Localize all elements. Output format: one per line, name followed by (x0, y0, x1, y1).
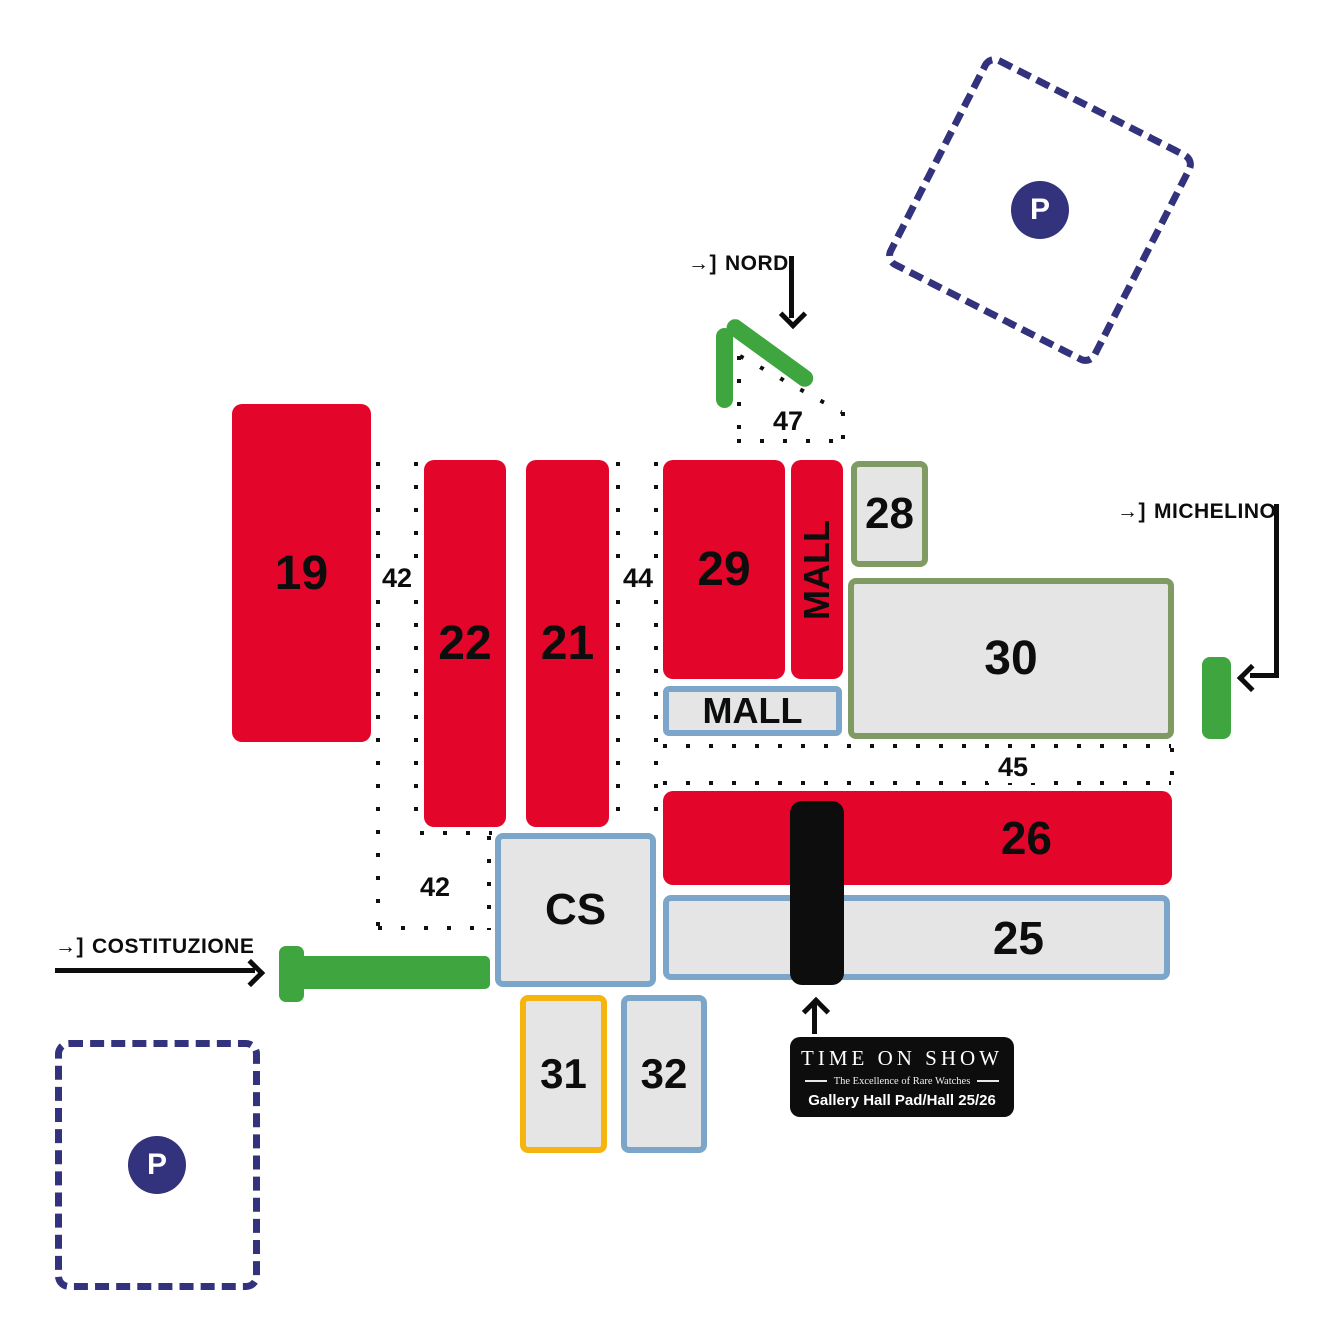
costituzione-arrow-head (236, 958, 266, 988)
corridor-42-upper-label: 42 (372, 563, 422, 594)
callout-arrow-head (801, 996, 831, 1026)
enter-icon: →] (55, 935, 84, 958)
hall-22: 22 (424, 460, 506, 827)
corridor-45-label: 45 (988, 752, 1038, 783)
hall-21: 21 (526, 460, 609, 827)
nord-arrow-head (778, 300, 808, 330)
hall-30: 30 (848, 578, 1174, 739)
costituzione-entrance-marker-bar (288, 956, 490, 989)
parking-south-area (55, 1040, 260, 1290)
corridor-42-dots-right (414, 462, 418, 827)
corridor-44-dots-right (654, 462, 658, 827)
hall-19: 19 (232, 404, 371, 742)
corridor-42-dots-top-lower (420, 831, 492, 835)
callout-caption: Gallery Hall Pad/Hall 25/26 (808, 1091, 996, 1109)
parking-north-icon: P (1011, 181, 1069, 239)
corridor-42-dots-left (376, 462, 380, 930)
corridor-44-label: 44 (613, 563, 663, 594)
corridor-47-dots-left (737, 356, 741, 444)
corridor-45-dots-bottom (663, 781, 1171, 785)
hall-cs: CS (495, 833, 656, 987)
callout-arrow-line (812, 1004, 817, 1034)
hall-25: 25 (663, 895, 1170, 980)
callout-dash-left (804, 1080, 827, 1082)
entrance-nord-label: →] NORD (688, 252, 789, 276)
corridor-44-dots-left (616, 462, 620, 827)
hall-31: 31 (520, 995, 607, 1153)
corridor-45-dots-right (1170, 748, 1174, 784)
entrance-costituzione-label: →] COSTITUZIONE (55, 935, 254, 959)
corridor-42-lower-label: 42 (410, 872, 460, 903)
costituzione-arrow-line (55, 968, 255, 973)
hall-26: 26 (663, 791, 1172, 885)
michelino-arrow-hline (1250, 673, 1279, 678)
nord-entrance-marker-vertical (716, 328, 733, 408)
corridor-42-dots-right-lower (487, 836, 491, 930)
mall-vertical-label: MALL (796, 519, 837, 620)
hall-28: 28 (851, 461, 928, 567)
corridor-47-dots-bottom (737, 439, 848, 443)
corridor-47-dots-right (841, 412, 845, 444)
enter-icon: →] (688, 252, 717, 275)
michelino-arrow-vline (1274, 504, 1279, 678)
entrance-costituzione-text: COSTITUZIONE (92, 935, 255, 958)
nord-arrow-line (789, 256, 794, 318)
corridor-45-dots-top (663, 744, 1171, 748)
enter-icon: →] (1117, 500, 1146, 523)
michelino-arrow-head (1236, 663, 1266, 693)
hall-29: 29 (663, 460, 785, 679)
entrance-nord-text: NORD (725, 252, 789, 275)
corridor-47-label: 47 (763, 406, 813, 437)
entrance-michelino-text: MICHELINO (1154, 500, 1277, 523)
gallery-hall-pad-bar (790, 801, 844, 985)
corridor-42-dots-bottom (378, 926, 490, 930)
michelino-entrance-marker (1202, 657, 1231, 739)
parking-south-icon: P (128, 1136, 186, 1194)
mall-vertical: MALL (791, 460, 843, 679)
hall-32: 32 (621, 995, 707, 1153)
entrance-michelino-label: →] MICHELINO (1117, 500, 1276, 524)
callout-title: TIME ON SHOW (801, 1045, 1003, 1070)
time-on-show-callout: TIME ON SHOW The Excellence of Rare Watc… (790, 1037, 1014, 1117)
callout-dash-right (977, 1080, 1000, 1082)
mall-horizontal: MALL (663, 686, 842, 736)
callout-subtitle: The Excellence of Rare Watches (833, 1075, 971, 1087)
